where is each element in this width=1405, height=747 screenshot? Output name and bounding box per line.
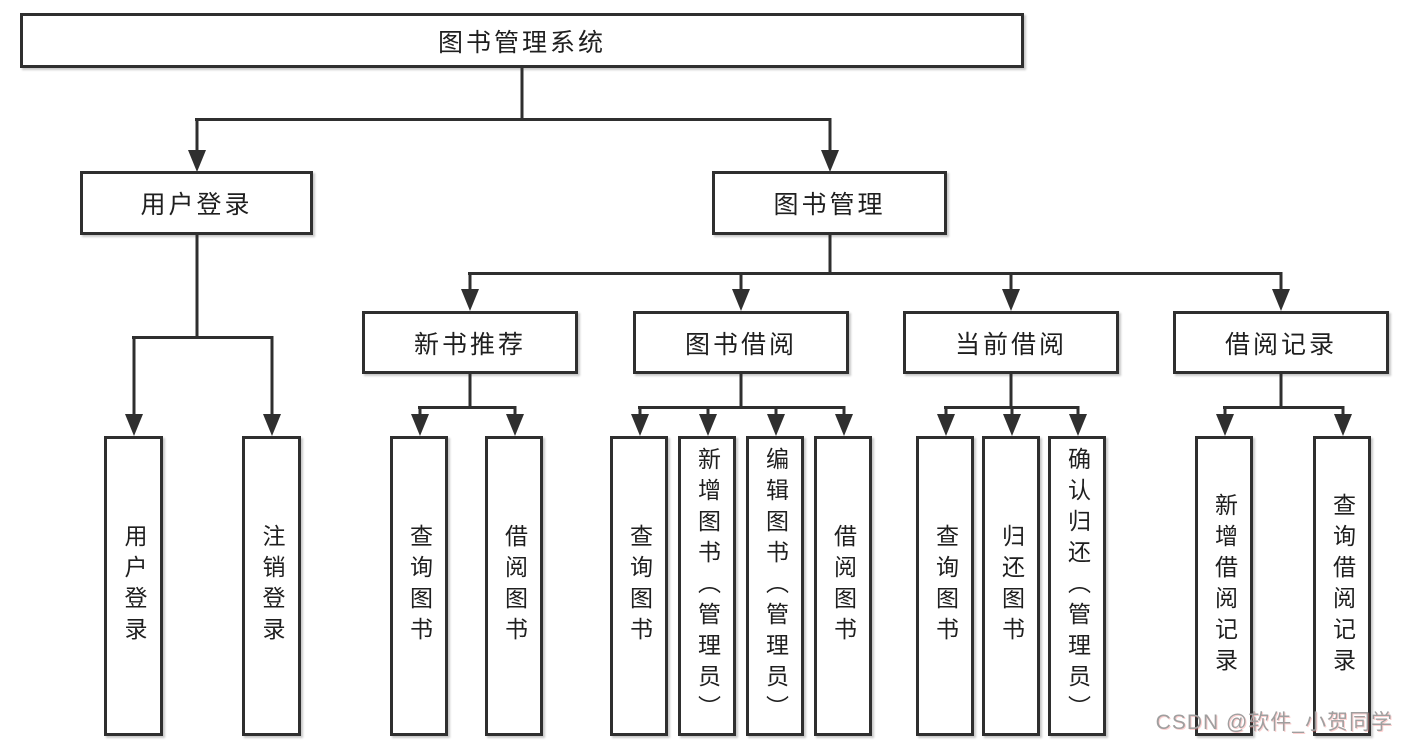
leaf-add-book-admin-label: 新增图书（管理员）: [694, 446, 721, 726]
arrowhead-down-icon: [187, 150, 206, 172]
node-new-book-recommend: 新书推荐: [362, 311, 578, 374]
leaf-query-book-borrow: 查询图书: [610, 436, 668, 736]
node-book-mgmt: 图书管理: [712, 171, 947, 235]
leaf-borrow-book-recommend-label: 借阅图书: [501, 524, 528, 648]
connector-shaft: [706, 406, 709, 416]
node-user-login-label: 用户登录: [140, 191, 253, 219]
connector-recommend-hbar: [418, 406, 516, 409]
node-user-login: 用户登录: [80, 171, 313, 235]
node-borrow-records: 借阅记录: [1173, 311, 1389, 374]
leaf-query-borrow-record: 查询借阅记录: [1313, 436, 1371, 736]
arrowhead-down-icon: [505, 414, 524, 436]
connector-shaft-borrow: [739, 272, 743, 290]
leaf-confirm-return-admin: 确认归还（管理员）: [1048, 436, 1106, 736]
connector-shaft: [1223, 406, 1226, 416]
connector-shaft: [944, 406, 947, 416]
connector-borrow-stem: [739, 374, 743, 406]
leaf-edit-book-admin: 编辑图书（管理员）: [746, 436, 804, 736]
arrowhead-down-icon: [1002, 289, 1020, 311]
node-book-borrow-label: 图书借阅: [684, 330, 797, 359]
leaf-query-borrow-record-label: 查询借阅记录: [1329, 493, 1356, 679]
leaf-add-borrow-record-label: 新增借阅记录: [1211, 493, 1238, 679]
arrowhead-down-icon: [1272, 289, 1290, 311]
arrowhead-down-icon: [461, 289, 479, 311]
arrowhead-down-icon: [698, 414, 717, 436]
connector-book-mgmt-hbar: [468, 272, 1282, 275]
arrowhead-down-icon: [732, 289, 750, 311]
arrowhead-down-icon: [1002, 414, 1021, 436]
connector-shaft-leaf-user-login: [132, 336, 135, 415]
leaf-query-book-borrow-label: 查询图书: [626, 524, 653, 648]
connector-root-stem: [520, 68, 524, 118]
connector-shaft: [513, 406, 516, 416]
connector-shaft-current: [1009, 272, 1013, 290]
leaf-logout-label: 注销登录: [259, 524, 285, 648]
arrowhead-down-icon: [124, 414, 143, 436]
leaf-query-book-current-label: 查询图书: [932, 524, 959, 648]
csdn-watermark: CSDN @软件_小贺同学: [1155, 711, 1393, 734]
connector-shaft-book-mgmt: [828, 118, 831, 152]
leaf-add-borrow-record: 新增借阅记录: [1195, 436, 1253, 736]
arrowhead-down-icon: [630, 414, 649, 436]
arrowhead-down-icon: [410, 414, 429, 436]
node-root: 图书管理系统: [20, 13, 1024, 68]
node-new-book-recommend-label: 新书推荐: [413, 330, 526, 359]
arrowhead-down-icon: [1215, 414, 1234, 436]
connector-borrow-hbar: [638, 406, 845, 409]
connector-shaft-recommend: [468, 272, 472, 290]
node-book-mgmt-label: 图书管理: [773, 191, 886, 219]
connector-user-login-stem: [195, 235, 198, 336]
leaf-edit-book-admin-label: 编辑图书（管理员）: [762, 446, 789, 726]
arrowhead-down-icon: [834, 414, 853, 436]
connector-current-stem: [1009, 374, 1013, 406]
leaf-confirm-return-admin-label: 确认归还（管理员）: [1064, 446, 1091, 726]
leaf-return-book-label: 归还图书: [998, 524, 1025, 648]
leaf-borrow-book-recommend: 借阅图书: [485, 436, 543, 736]
leaf-return-book: 归还图书: [982, 436, 1040, 736]
node-borrow-records-label: 借阅记录: [1224, 330, 1337, 359]
connector-shaft: [1076, 406, 1079, 416]
leaf-query-book-recommend-label: 查询图书: [406, 524, 433, 648]
leaf-logout: 注销登录: [242, 436, 301, 736]
connector-shaft: [1341, 406, 1344, 416]
leaf-user-login-label: 用户登录: [121, 524, 147, 648]
arrowhead-down-icon: [820, 150, 839, 172]
arrowhead-down-icon: [1333, 414, 1352, 436]
connector-shaft-records: [1279, 272, 1283, 290]
node-book-borrow: 图书借阅: [633, 311, 849, 374]
node-current-borrow: 当前借阅: [903, 311, 1119, 374]
connector-records-stem: [1279, 374, 1283, 406]
connector-shaft: [774, 406, 777, 416]
leaf-query-book-current: 查询图书: [916, 436, 974, 736]
connector-shaft-leaf-logout: [270, 336, 273, 415]
leaf-add-book-admin: 新增图书（管理员）: [678, 436, 736, 736]
arrowhead-down-icon: [766, 414, 785, 436]
node-root-label: 图书管理系统: [437, 28, 606, 57]
connector-user-login-hbar: [132, 336, 273, 339]
arrowhead-down-icon: [936, 414, 955, 436]
connector-book-mgmt-stem: [828, 235, 831, 272]
leaf-borrow-book: 借阅图书: [814, 436, 872, 736]
connector-shaft-user-login: [195, 118, 198, 152]
arrowhead-down-icon: [1068, 414, 1087, 436]
connector-shaft: [638, 406, 641, 416]
connector-shaft: [1010, 406, 1013, 416]
connector-recommend-stem: [468, 374, 472, 406]
arrowhead-down-icon: [262, 414, 281, 436]
node-current-borrow-label: 当前借阅: [954, 330, 1067, 359]
connector-records-hbar: [1223, 406, 1344, 409]
leaf-user-login: 用户登录: [104, 436, 163, 736]
connector-shaft: [842, 406, 845, 416]
connector-root-hbar: [195, 118, 831, 121]
leaf-query-book-recommend: 查询图书: [390, 436, 448, 736]
leaf-borrow-book-label: 借阅图书: [830, 524, 857, 648]
connector-shaft: [418, 406, 421, 416]
